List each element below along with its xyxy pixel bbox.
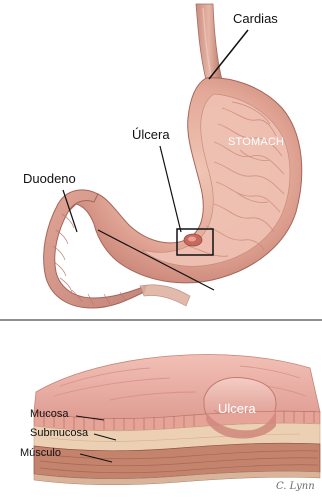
- stomach-label: STOMACH: [228, 137, 284, 148]
- mucosa-surface: [34, 355, 320, 419]
- section-ulcera-label: Ulcera: [218, 402, 256, 415]
- duodenum-tail: [140, 285, 190, 306]
- ulcera-label: Úlcera: [132, 128, 170, 141]
- artist-signature: C. Lynn: [276, 482, 315, 492]
- mucosa-label: Mucosa: [30, 409, 69, 420]
- wall-cross-section: [34, 355, 320, 485]
- duodeno-label: Duodeno: [23, 172, 76, 185]
- submucosa-label: Submucosa: [30, 428, 88, 439]
- ulcera-leader: [160, 146, 181, 232]
- musculo-label: Músculo: [20, 448, 61, 459]
- stomach-drawing: [44, 4, 302, 308]
- cardias-label: Cardias: [233, 12, 278, 25]
